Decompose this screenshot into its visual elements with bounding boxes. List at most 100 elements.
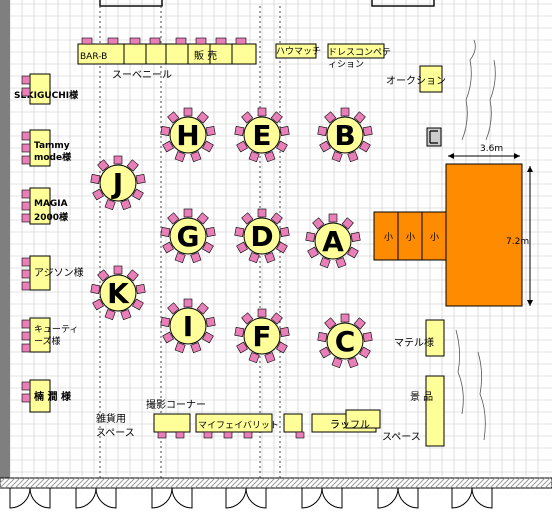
hatch-line <box>79 477 91 489</box>
hatch-line <box>519 477 531 489</box>
table-chair <box>190 151 202 163</box>
table-chair <box>174 342 186 354</box>
table-label-a: A <box>322 225 344 258</box>
podium-icon-mark <box>429 130 438 144</box>
booth-chair <box>21 319 31 329</box>
hatch-line <box>394 477 406 489</box>
booth-chair <box>129 37 141 45</box>
table-chair <box>359 346 371 359</box>
table-chair <box>279 126 290 136</box>
auction-label: オークション <box>386 75 446 87</box>
hatch-line <box>109 477 121 489</box>
hatch-line <box>324 477 336 489</box>
booth-chair <box>203 431 213 439</box>
hatch-line <box>504 477 516 489</box>
table-chair <box>340 313 350 323</box>
table-chair <box>183 298 193 308</box>
table-chair <box>135 284 146 294</box>
booth-photo <box>153 413 191 433</box>
table-chair <box>90 284 101 294</box>
table-chair <box>248 151 260 163</box>
table-chair <box>305 232 316 242</box>
table-label-e: E <box>252 119 271 152</box>
table-chair <box>160 126 171 136</box>
hatch-line <box>389 477 401 489</box>
booth-chair <box>21 75 31 85</box>
sales-label: 販 売 <box>194 49 217 62</box>
hatch-line <box>139 477 151 489</box>
hatch-line <box>474 477 486 489</box>
hatch-line <box>29 477 41 489</box>
table-chair <box>359 140 371 153</box>
ryo-label: 楠 澗 様 <box>33 390 72 403</box>
table-chair <box>331 151 343 163</box>
table-f <box>243 317 281 355</box>
cutie-label: キューティーズ様 <box>34 324 78 347</box>
hatch-line <box>249 477 261 489</box>
top-frame-left <box>99 0 163 7</box>
table-chair <box>92 298 104 311</box>
hatch-line <box>364 477 376 489</box>
table-chair <box>92 188 104 201</box>
hatch-line <box>254 477 266 489</box>
hatch-line <box>284 477 296 489</box>
table-chair <box>317 332 328 342</box>
table-c <box>326 322 364 360</box>
table-label-c: C <box>335 325 356 358</box>
table-chair <box>174 151 186 163</box>
hatch-line <box>499 477 511 489</box>
hatch-line <box>9 477 21 489</box>
hatch-line <box>274 477 286 489</box>
door-left-leaf <box>75 487 97 509</box>
bottom-wall <box>0 477 552 489</box>
table-chair <box>324 317 337 330</box>
table-chair <box>248 252 260 264</box>
table-chair <box>241 312 254 325</box>
table-chair <box>353 111 366 124</box>
table-chair <box>113 265 123 275</box>
hatch-line <box>129 477 141 489</box>
hatch-line <box>469 477 481 489</box>
hatch-line <box>64 477 76 489</box>
hatch-line <box>224 477 236 489</box>
table-k <box>99 274 137 312</box>
table-chair <box>135 174 146 184</box>
table-chair <box>319 346 331 359</box>
booth-chair <box>21 281 31 291</box>
booth-chair <box>243 431 253 439</box>
hatch-line <box>39 477 51 489</box>
booth-chair <box>195 37 207 45</box>
booth-chair <box>235 37 247 45</box>
table-chair <box>276 241 288 254</box>
door-left-leaf <box>9 487 31 509</box>
table-chair <box>162 241 174 254</box>
table-chair <box>97 269 110 282</box>
table-d <box>243 217 281 255</box>
booth-chair <box>175 37 187 45</box>
table-chair <box>167 212 180 225</box>
table-chair <box>307 246 319 259</box>
hawai-label: ハウマッチ <box>276 46 321 57</box>
hatch-line <box>299 477 311 489</box>
hatch-line <box>194 477 206 489</box>
table-chair <box>202 140 214 153</box>
photo-label: 撮影コーナー <box>146 398 206 411</box>
hatch-line <box>0 477 11 489</box>
table-chair <box>324 111 337 124</box>
hatch-line <box>384 477 396 489</box>
booth-chair <box>81 37 93 45</box>
booth-chair <box>21 257 31 267</box>
bar-b-label: BAR-B <box>80 52 107 62</box>
table-chair <box>167 302 180 315</box>
table-chair <box>162 140 174 153</box>
hatch-line <box>439 477 451 489</box>
hatch-line <box>489 477 501 489</box>
table-chair <box>257 308 267 318</box>
table-chair <box>174 252 186 264</box>
door-left-leaf <box>301 487 323 509</box>
hatch-line <box>59 477 71 489</box>
booth-chair <box>21 143 31 153</box>
